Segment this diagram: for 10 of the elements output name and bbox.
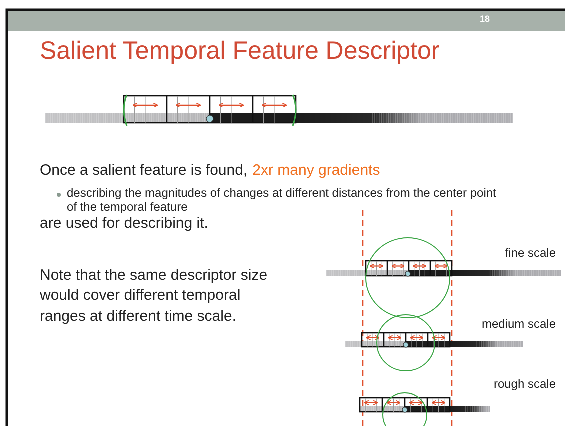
scale-label: medium scale	[482, 317, 556, 332]
body-text: are used for describing it.	[40, 215, 208, 233]
bullet-text: describing the magnitudes of changes at different distances from the center point of the temporal feature	[67, 186, 497, 215]
scale-label: fine scale	[505, 246, 556, 260]
scale-label: rough scale	[494, 377, 556, 392]
page-number: 18	[480, 14, 490, 25]
body-text: Once a salient feature is found,	[40, 162, 248, 180]
highlight-text: 2xr many gradients	[252, 162, 380, 180]
note-text: Note that the same descriptor size would cover different temporal ranges at different time scale.	[40, 266, 269, 326]
slide-title: Salient Temporal Feature Descriptor	[40, 36, 440, 66]
